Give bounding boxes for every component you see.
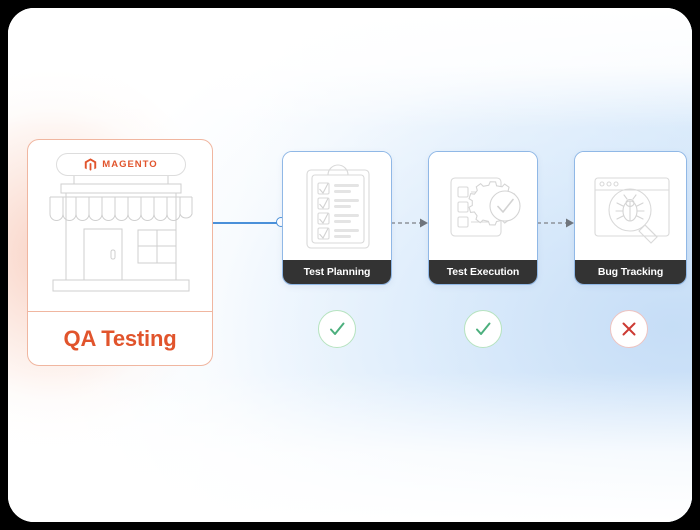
check-icon (330, 322, 345, 335)
stage-card-test-execution[interactable]: Test Execution (428, 151, 538, 285)
magento-sign: MAGENTO (56, 153, 186, 176)
storefront-illustration: MAGENTO (28, 140, 212, 313)
magento-sign-text: MAGENTO (102, 159, 158, 170)
stage-card-test-planning[interactable]: Test Planning (282, 151, 392, 285)
stage-label-test-execution: Test Execution (429, 260, 537, 284)
status-badge-test-planning (318, 310, 356, 348)
browser-bug-magnifier-svg (594, 177, 670, 244)
connector-execution-to-tracking (537, 218, 574, 228)
status-badge-test-execution (464, 310, 502, 348)
magento-hexagon-icon (85, 157, 97, 171)
document-gear-check-svg (450, 177, 521, 237)
store-card-footer: QA Testing (28, 311, 212, 365)
magento-store-card[interactable]: MAGENTO (27, 139, 213, 366)
clipboard-checklist-icon (283, 152, 391, 260)
stage-card-bug-tracking[interactable]: Bug Tracking (574, 151, 687, 285)
background-top-fade (8, 8, 692, 128)
stage-label-test-planning: Test Planning (283, 260, 391, 284)
document-gear-check-icon (429, 152, 537, 260)
clipboard-checklist-svg (306, 164, 370, 249)
diagram-frame: MAGENTO (8, 8, 692, 522)
connector-planning-to-execution (391, 218, 428, 228)
stage-label-bug-tracking: Bug Tracking (575, 260, 686, 284)
connector-store-to-planning (213, 222, 282, 224)
status-badge-bug-tracking (610, 310, 648, 348)
browser-bug-magnifier-icon (575, 152, 686, 260)
storefront-svg (49, 176, 193, 292)
background-bottom-fade (8, 372, 692, 522)
cross-icon (622, 322, 636, 336)
qa-testing-label: QA Testing (63, 325, 177, 351)
check-icon (476, 322, 491, 335)
